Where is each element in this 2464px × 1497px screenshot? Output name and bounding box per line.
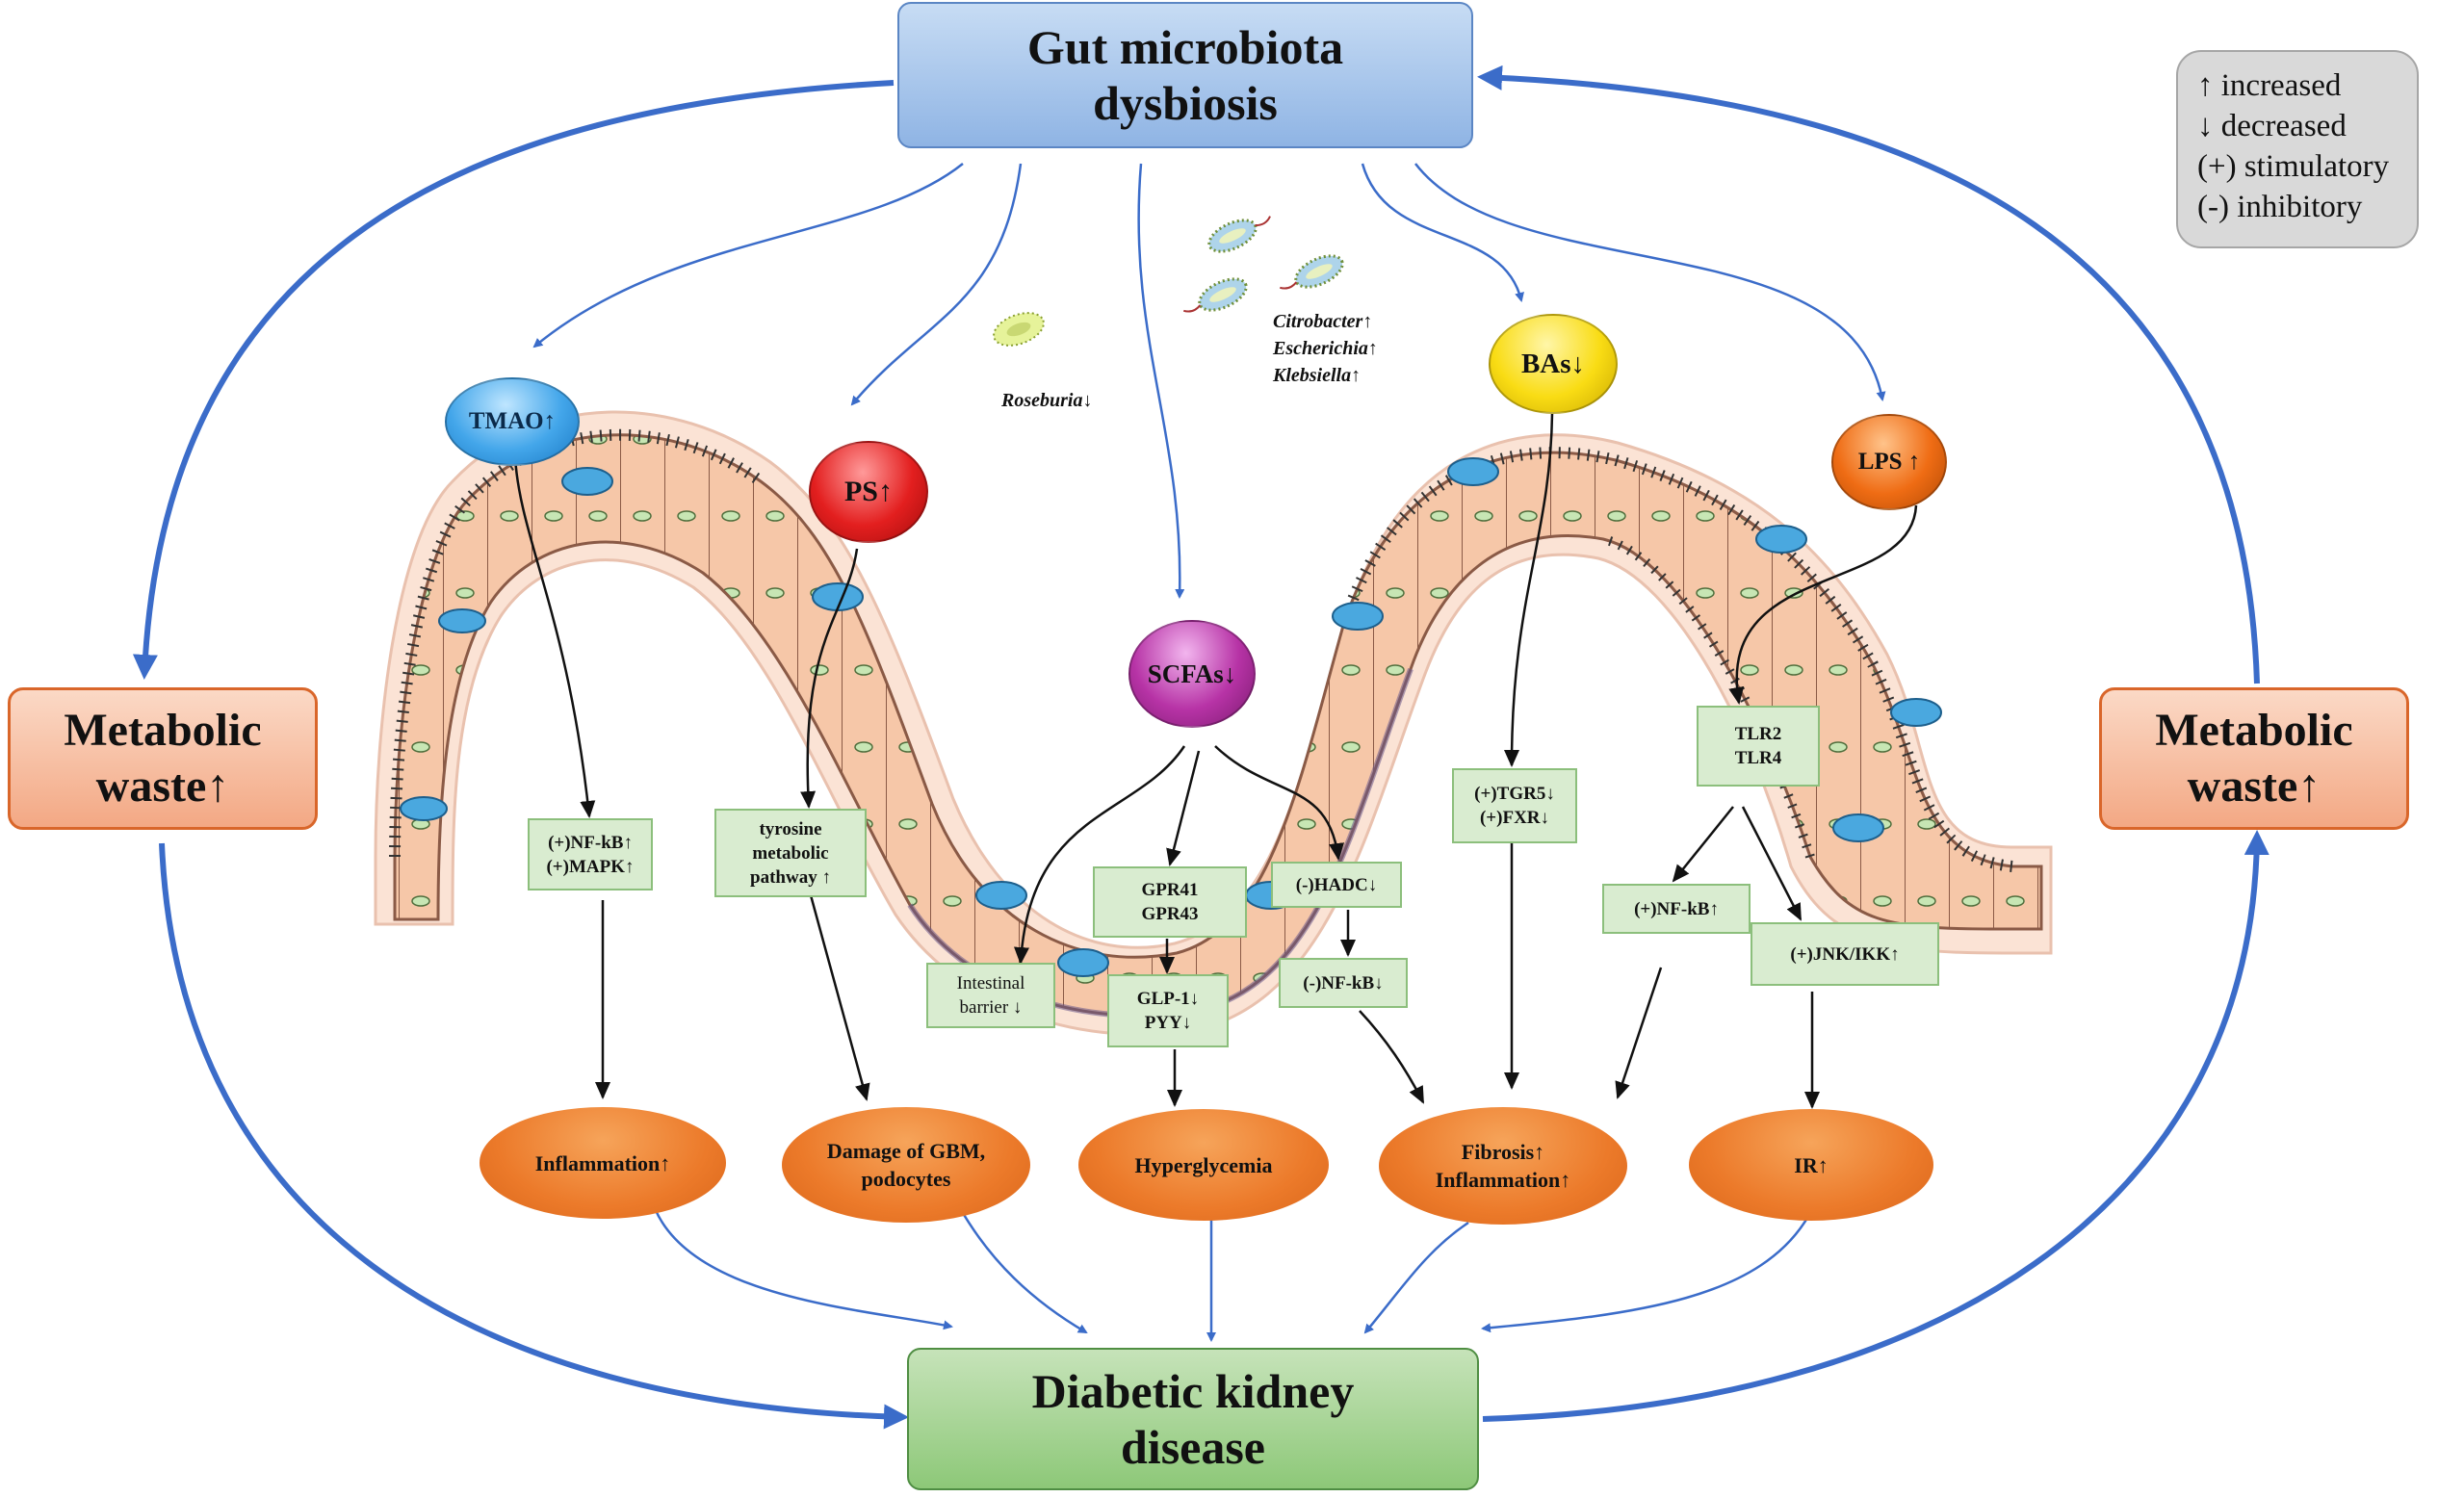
tmao-to-nfkb bbox=[513, 456, 596, 818]
scfas-label: SCFAs↓ bbox=[1147, 658, 1237, 688]
inflammation-oval: Inflammation↑ bbox=[480, 1107, 726, 1219]
tmao-ball: TMAO↑ bbox=[445, 377, 580, 466]
pyy-label: PYY↓ bbox=[1144, 1013, 1192, 1033]
fibrosis-inflammation-label: Inflammation↑ bbox=[1435, 1168, 1571, 1192]
fibrosis-inflammation-oval: Fibrosis↑ Inflammation↑ bbox=[1379, 1107, 1627, 1225]
bas-ball: BAs↓ bbox=[1489, 314, 1618, 414]
scfas-to-barrier bbox=[1014, 745, 1186, 965]
ir-oval: IR↑ bbox=[1689, 1109, 1933, 1221]
tyrosine-to-gbm bbox=[809, 894, 870, 1101]
scfas-to-gpr bbox=[1166, 750, 1201, 866]
diabetic-kidney-disease-label: Diabetic kidney disease bbox=[1031, 1364, 1355, 1474]
klebsiella-label: Klebsiella↑ bbox=[1273, 365, 1362, 386]
loop-left-bottom bbox=[159, 842, 909, 1430]
roseburia-label: Roseburia↓ bbox=[1001, 390, 1093, 411]
gpr-box: GPR41 GPR43 bbox=[1093, 866, 1247, 938]
nfkb-to-fibrosis-2 bbox=[1615, 967, 1663, 1099]
scfas-to-hadc bbox=[1214, 745, 1344, 861]
arrow-to-ps bbox=[850, 163, 1023, 406]
arrow-to-tmao bbox=[532, 163, 964, 348]
legend-inhibitory: (-) inhibitory bbox=[2197, 190, 2363, 224]
intestinal-barrier-box: Intestinal barrier ↓ bbox=[926, 963, 1055, 1028]
legend-decreased: ↓ decreased bbox=[2197, 109, 2347, 143]
legend-stimulatory: (+) stimulatory bbox=[2197, 149, 2390, 184]
lps-label: LPS ↑ bbox=[1857, 449, 1921, 475]
tyrosine-line-2: metabolic bbox=[752, 842, 829, 864]
citrobacter-label: Citrobacter↑ bbox=[1273, 311, 1373, 332]
tlr4-label: TLR4 bbox=[1734, 748, 1782, 768]
gbm-line-2: podocytes bbox=[861, 1167, 951, 1191]
tgr5-fxr-box: (+)TGR5↓ (+)FXR↓ bbox=[1452, 768, 1577, 843]
jnk-ikk-label: (+)JNK/IKK↑ bbox=[1790, 943, 1900, 965]
gbm-to-dkd bbox=[961, 1212, 1088, 1334]
nfkb-inhibitory-label: (-)NF-kB↓ bbox=[1303, 972, 1384, 994]
tyrosine-line-1: tyrosine bbox=[759, 818, 822, 839]
lps-ball: LPS ↑ bbox=[1831, 414, 1947, 510]
tmao-label: TMAO↑ bbox=[468, 408, 557, 434]
ir-to-dkd bbox=[1481, 1212, 1812, 1333]
nfkb-lps-box: (+)NF-kB↑ bbox=[1602, 884, 1751, 934]
metabolic-waste-box-right: Metabolic waste↑ bbox=[2099, 687, 2409, 830]
ir-label: IR↑ bbox=[1794, 1152, 1829, 1177]
intestinal-barrier-line-2: barrier ↓ bbox=[959, 997, 1023, 1018]
loop-right-top bbox=[1477, 65, 2260, 684]
gut-microbiota-dysbiosis-label: Gut microbiota dysbiosis bbox=[1026, 20, 1344, 130]
hyperglycemia-label: Hyperglycemia bbox=[1134, 1152, 1273, 1177]
intestinal-barrier-line-1: Intestinal bbox=[956, 973, 1025, 994]
gpr43-label: GPR43 bbox=[1141, 904, 1199, 924]
scfas-ball: SCFAs↓ bbox=[1128, 620, 1256, 728]
tlr-to-nfkb bbox=[1672, 806, 1734, 883]
tlr2-label: TLR2 bbox=[1734, 724, 1782, 744]
metabolic-waste-label-right: Metabolic waste↑ bbox=[2155, 705, 2353, 812]
arrow-to-lps bbox=[1414, 163, 1886, 401]
nfkb-lps-label: (+)NF-kB↑ bbox=[1634, 898, 1719, 919]
bas-label: BAs↓ bbox=[1520, 348, 1586, 379]
gpr41-label: GPR41 bbox=[1141, 880, 1199, 900]
escherichia-label: Escherichia↑ bbox=[1273, 338, 1378, 359]
nfkb-mapk-box: (+)NF-kB↑ (+)MAPK↑ bbox=[528, 818, 653, 890]
ps-to-tyrosine bbox=[800, 548, 859, 809]
tyrosine-pathway-box: tyrosine metabolic pathway ↑ bbox=[714, 809, 867, 897]
arrow-to-bas bbox=[1361, 163, 1524, 302]
glp-pyy-box: GLP-1↓ PYY↓ bbox=[1107, 974, 1229, 1047]
jnk-ikk-box: (+)JNK/IKK↑ bbox=[1751, 922, 1939, 986]
nfkb-to-fibrosis bbox=[1359, 1010, 1425, 1104]
nfkb-label: (+)NF-kB↑ bbox=[548, 832, 633, 853]
loop-left-top bbox=[132, 80, 895, 680]
fibrosis-to-dkd bbox=[1363, 1221, 1469, 1334]
lps-to-tlr bbox=[1728, 504, 1918, 705]
gbm-damage-oval: Damage of GBM, podocytes bbox=[782, 1107, 1030, 1223]
legend-increased: ↑ increased bbox=[2197, 68, 2342, 103]
hadc-label: (-)HADC↓ bbox=[1295, 874, 1378, 895]
mapk-label: (+)MAPK↑ bbox=[546, 856, 635, 877]
fxr-label: (+)FXR↓ bbox=[1479, 808, 1550, 828]
nfkb-inhibitory-box: (-)NF-kB↓ bbox=[1279, 958, 1408, 1008]
ps-label: PS↑ bbox=[843, 476, 893, 507]
metabolic-waste-label-left: Metabolic waste↑ bbox=[64, 705, 262, 812]
inflammation-label: Inflammation↑ bbox=[534, 1150, 671, 1175]
arrow-to-scfas bbox=[1137, 163, 1185, 599]
gut-microbiota-dysbiosis-box: Gut microbiota dysbiosis bbox=[897, 2, 1473, 148]
ps-ball: PS↑ bbox=[809, 441, 928, 543]
inflam-to-dkd bbox=[653, 1207, 953, 1330]
hadc-box: (-)HADC↓ bbox=[1271, 862, 1402, 908]
bas-to-tgr5 bbox=[1504, 413, 1554, 767]
diabetic-kidney-disease-box: Diabetic kidney disease bbox=[907, 1348, 1479, 1490]
enterobacteria-labels: Citrobacter↑ Escherichia↑ Klebsiella↑ bbox=[1273, 308, 1378, 389]
tyrosine-line-3: pathway ↑ bbox=[750, 866, 831, 888]
loop-right-bottom bbox=[1482, 830, 2269, 1422]
fibrosis-label: Fibrosis↑ bbox=[1461, 1140, 1545, 1164]
glp1-label: GLP-1↓ bbox=[1136, 989, 1200, 1009]
metabolic-waste-box-left: Metabolic waste↑ bbox=[8, 687, 318, 830]
legend: ↑ increased ↓ decreased (+) stimulatory … bbox=[2176, 50, 2419, 248]
gbm-line-1: Damage of GBM, bbox=[826, 1139, 986, 1163]
tgr5-label: (+)TGR5↓ bbox=[1474, 784, 1555, 804]
hyperglycemia-oval: Hyperglycemia bbox=[1078, 1109, 1329, 1221]
tlr-box: TLR2 TLR4 bbox=[1697, 706, 1820, 787]
tlr-to-jnk bbox=[1741, 806, 1803, 921]
